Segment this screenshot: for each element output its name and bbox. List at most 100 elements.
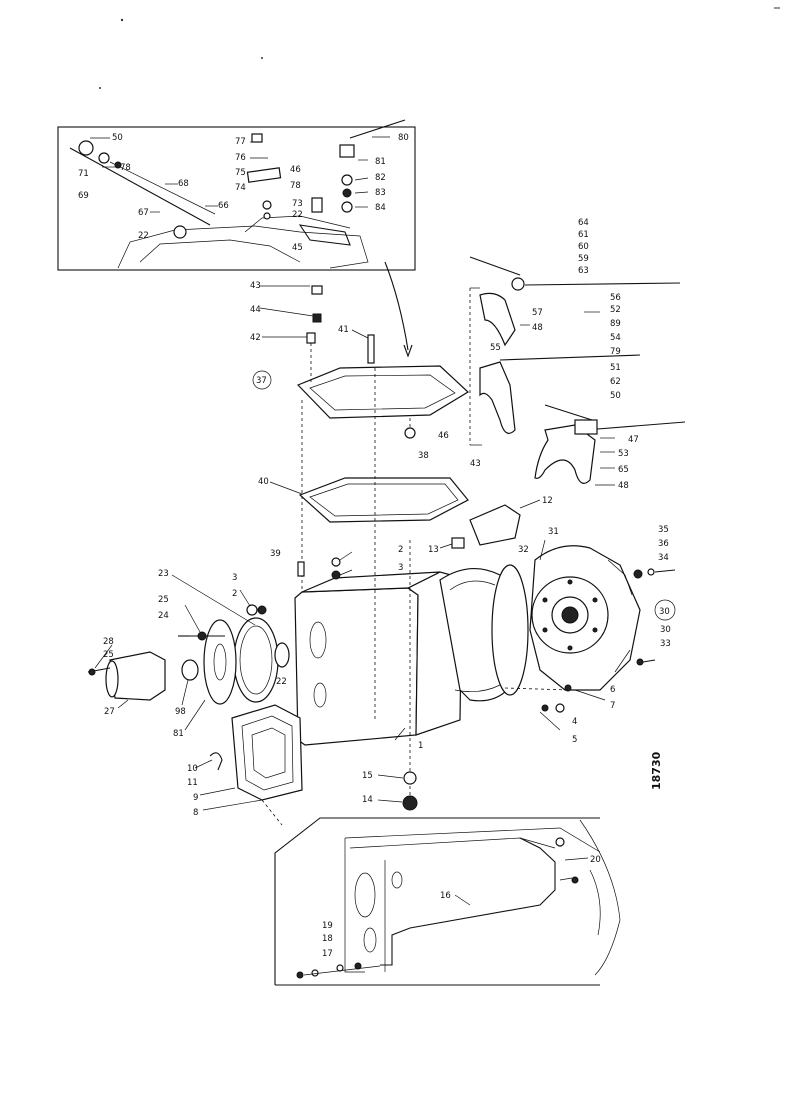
part-50-detail: [78, 140, 94, 156]
callout-36: 36: [658, 539, 669, 549]
rear-bearing-assembly: 23 3 2 25 24 28 25 27 98 81 22: [87, 569, 290, 739]
callout-80: 80: [398, 133, 409, 143]
callout-50-top: 50: [112, 133, 123, 143]
callout-37-ring: [252, 370, 272, 390]
callout-40: 40: [258, 477, 269, 487]
callout-45: 45: [292, 243, 303, 253]
callout-22-top: 22: [292, 210, 303, 220]
callout-25-upper: 25: [158, 595, 169, 605]
callout-62: 62: [610, 377, 621, 387]
callout-75: 75: [235, 168, 246, 178]
callout-73: 73: [292, 199, 303, 209]
callout-53: 53: [618, 449, 629, 459]
fork-48: [534, 424, 596, 484]
callout-84: 84: [375, 203, 386, 213]
callout-5: 5: [572, 735, 577, 745]
callout-15: 15: [362, 771, 373, 781]
callout-52: 52: [610, 305, 621, 315]
callout-22-left: 22: [276, 677, 287, 687]
callout-68: 68: [178, 179, 189, 189]
callout-32: 32: [518, 545, 529, 555]
callout-44: 44: [250, 305, 261, 315]
callout-98: 98: [175, 707, 186, 717]
callout-38: 38: [418, 451, 429, 461]
cover-21: [203, 619, 237, 705]
part-12: [469, 504, 521, 546]
sleeve-27: [109, 651, 166, 701]
shift-fork-assembly: 64 61 60 59 63 56 52 89 57 48 54 79 55 5…: [438, 218, 686, 491]
figure-reference: 18730: [650, 751, 663, 790]
callout-79: 79: [610, 347, 621, 357]
callout-71: 71: [78, 169, 89, 179]
callout-57: 57: [532, 308, 543, 318]
callout-69: 69: [78, 191, 89, 201]
callout-20: 20: [590, 855, 601, 865]
housing-front-face: [294, 587, 419, 746]
fork-46: [479, 361, 516, 434]
callout-59: 59: [578, 254, 589, 264]
callout-48-lower: 48: [618, 481, 629, 491]
callout-54: 54: [610, 333, 621, 343]
callout-46-top: 46: [290, 165, 301, 175]
callout-43-fork: 43: [470, 459, 481, 469]
callout-30-lower: 30: [660, 625, 671, 635]
callout-6: 6: [610, 685, 615, 695]
callout-33: 33: [660, 639, 671, 649]
shift-rail-upper: [524, 282, 681, 286]
callout-47: 47: [628, 435, 639, 445]
oring-23: [233, 617, 279, 703]
callout-28: 28: [103, 637, 114, 647]
transmission-housing: 1 31 32 35 36 34 30 30 33 6 7 4 5 2 3 39: [270, 368, 676, 800]
callout-30-right: 30: [659, 607, 670, 617]
callout-27: 27: [104, 707, 115, 717]
callout-78-mid: 78: [290, 181, 301, 191]
callout-11: 11: [187, 778, 198, 788]
callout-14: 14: [362, 795, 373, 805]
callout-41: 41: [338, 325, 349, 335]
plate-8: [231, 704, 303, 801]
callout-9: 9: [193, 793, 198, 803]
callout-34: 34: [658, 553, 669, 563]
top-cover: [296, 365, 469, 419]
gasket-32: [491, 564, 529, 696]
callout-78-top: 78: [120, 163, 131, 173]
callout-66: 66: [218, 201, 229, 211]
callout-18: 18: [322, 934, 333, 944]
callout-10: 10: [187, 764, 198, 774]
pto-cover-plate: 10 11 9 8: [187, 704, 303, 826]
callout-7: 7: [610, 701, 615, 711]
callout-2-housing: 2: [398, 545, 403, 555]
callout-13: 13: [428, 545, 439, 555]
shift-rail-lower: [584, 421, 686, 431]
drain-plugs: 15 14: [362, 771, 418, 811]
detail-inset-bottom: 16 20 19 18 17: [274, 817, 621, 986]
shift-rail-middle: [499, 354, 641, 361]
callout-81-top: 81: [375, 157, 386, 167]
callout-67: 67: [138, 208, 149, 218]
callout-8: 8: [193, 808, 198, 818]
callout-77: 77: [235, 137, 246, 147]
callout-46-fork: 46: [438, 431, 449, 441]
oil-tube-16: [380, 837, 556, 966]
top-cover-assembly: 43 44 42 41 37 38: [250, 281, 469, 461]
callout-83: 83: [375, 188, 386, 198]
callout-3-housing: 3: [398, 563, 403, 573]
inset-frame-bottom: [274, 817, 600, 985]
callout-1: 1: [418, 741, 423, 751]
callout-2-left: 2: [232, 589, 237, 599]
callout-64: 64: [578, 218, 589, 228]
callout-60-right: 60: [578, 242, 589, 252]
callout-72: 22: [138, 231, 149, 241]
callout-16: 16: [440, 891, 451, 901]
callout-39: 39: [270, 549, 281, 559]
callout-61: 61: [578, 230, 589, 240]
detail-inset-top: 50 71 78 69 68 67 66 22 77 76 75 74 73 2…: [57, 119, 416, 271]
callout-30-ring: [654, 599, 676, 621]
callout-23: 23: [158, 569, 169, 579]
callout-74: 74: [235, 183, 246, 193]
callout-55: 55: [490, 343, 501, 353]
callout-76: 76: [235, 153, 246, 163]
callout-31-housing: 31: [548, 527, 559, 537]
